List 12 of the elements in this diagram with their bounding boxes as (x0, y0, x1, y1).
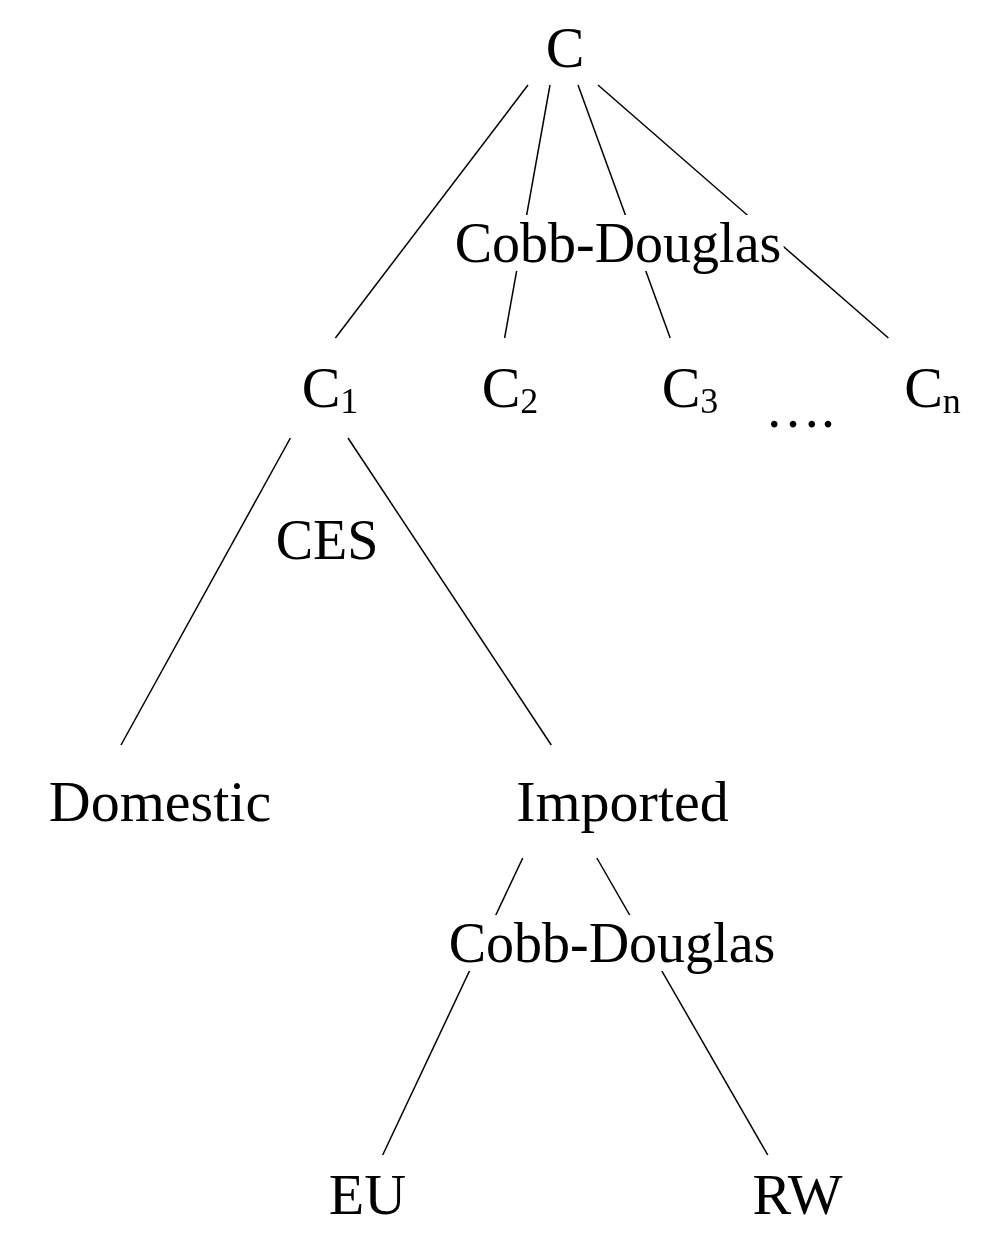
connector-line (334, 84, 529, 339)
connector-line (347, 437, 552, 746)
node-label: C (545, 18, 585, 77)
node-label: C$_{3}$ (661, 359, 719, 417)
connector-line (120, 437, 292, 746)
node-label: C$_{n}$ (904, 359, 961, 417)
node-label: RW (752, 1166, 843, 1224)
node-label: Imported (516, 772, 729, 831)
node-label: Domestic (48, 772, 272, 831)
node-label: C$_{2}$ (481, 359, 539, 417)
node-label: EU (328, 1166, 407, 1224)
node-label: C$_{1}$ (301, 359, 359, 417)
